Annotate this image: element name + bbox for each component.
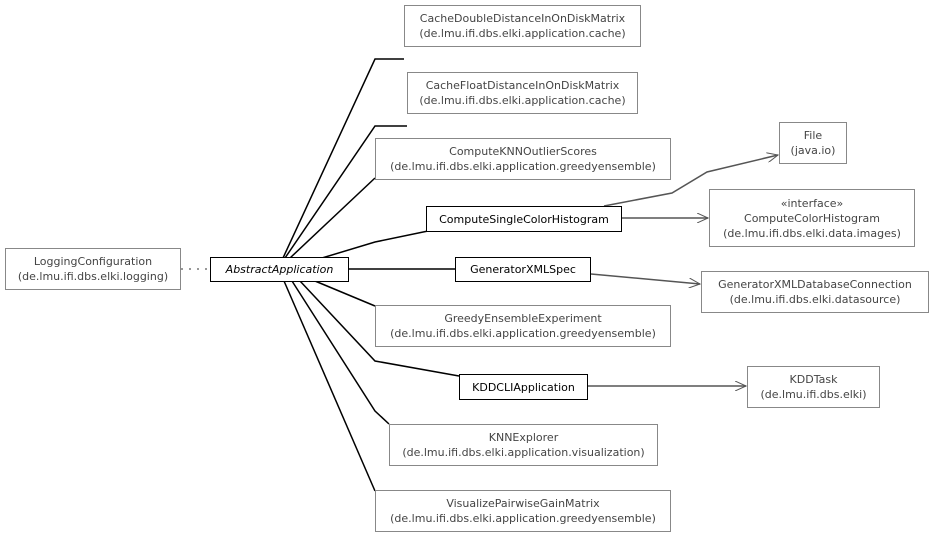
class-kdd-task[interactable]: KDDTask (de.lmu.ifi.dbs.elki) <box>747 366 880 408</box>
class-package: (de.lmu.ifi.dbs.elki.application.greedye… <box>390 512 656 525</box>
class-package: (de.lmu.ifi.dbs.elki.application.cache) <box>419 94 626 107</box>
edge-assoc-file <box>603 155 778 207</box>
interface-compute-color-histogram[interactable]: «interface» ComputeColorHistogram (de.lm… <box>709 189 915 247</box>
class-name: VisualizePairwiseGainMatrix <box>446 497 600 510</box>
class-kddcli-application[interactable]: KDDCLIApplication <box>459 374 588 400</box>
class-cache-double-distance[interactable]: CacheDoubleDistanceInOnDiskMatrix (de.lm… <box>404 5 641 47</box>
class-name: ComputeSingleColorHistogram <box>439 212 609 226</box>
edge-cache-float <box>284 125 407 259</box>
edge-kddcli <box>299 280 460 377</box>
class-name: CacheDoubleDistanceInOnDiskMatrix <box>419 12 626 25</box>
class-name: CacheFloatDistanceInOnDiskMatrix <box>425 79 620 92</box>
class-cache-float-distance[interactable]: CacheFloatDistanceInOnDiskMatrix (de.lmu… <box>407 72 638 114</box>
edge-compute-single <box>321 230 429 259</box>
edge-knn-explorer <box>291 280 390 425</box>
class-package: (de.lmu.ifi.dbs.elki.application.greedye… <box>390 160 656 173</box>
class-name: KDDTask <box>789 373 838 386</box>
class-visualize-pairwise-gain-matrix[interactable]: VisualizePairwiseGainMatrix (de.lmu.ifi.… <box>375 490 671 532</box>
edge-assoc-generator-db <box>590 273 700 284</box>
class-package: (de.lmu.ifi.dbs.elki.application.cache) <box>419 27 626 40</box>
class-package: (de.lmu.ifi.dbs.elki.application.greedye… <box>390 327 656 340</box>
class-greedy-ensemble-experiment[interactable]: GreedyEnsembleExperiment (de.lmu.ifi.dbs… <box>375 305 671 347</box>
class-name: ComputeKNNOutlierScores <box>449 145 597 158</box>
class-generator-xml-database-connection[interactable]: GeneratorXMLDatabaseConnection (de.lmu.i… <box>701 271 929 313</box>
class-knn-explorer[interactable]: KNNExplorer (de.lmu.ifi.dbs.elki.applica… <box>389 424 658 466</box>
class-package: (java.io) <box>790 144 836 157</box>
class-package: (de.lmu.ifi.dbs.elki.datasource) <box>729 293 901 306</box>
class-name: AbstractApplication <box>225 263 334 276</box>
class-name: KNNExplorer <box>488 431 559 444</box>
class-package: (de.lmu.ifi.dbs.elki) <box>760 388 867 401</box>
class-name: File <box>803 129 823 142</box>
class-file[interactable]: File (java.io) <box>779 122 847 164</box>
class-name: ComputeColorHistogram <box>744 211 880 225</box>
edge-visualize-pairwise <box>283 280 376 492</box>
class-name: GeneratorXMLSpec <box>470 263 576 276</box>
class-name: LoggingConfiguration <box>33 255 153 268</box>
class-package: (de.lmu.ifi.dbs.elki.application.visuali… <box>402 446 645 459</box>
edge-compute-knn <box>289 177 376 259</box>
class-abstract-application[interactable]: AbstractApplication <box>210 257 349 282</box>
class-generator-xml-spec[interactable]: GeneratorXMLSpec <box>455 257 591 282</box>
class-name: GreedyEnsembleExperiment <box>444 312 602 325</box>
class-compute-single-color-histogram[interactable]: ComputeSingleColorHistogram <box>426 206 622 232</box>
class-name: KDDCLIApplication <box>472 380 575 394</box>
edge-greedy-exp <box>314 280 376 307</box>
edge-cache-double <box>282 58 404 259</box>
class-package: (de.lmu.ifi.dbs.elki.data.images) <box>723 226 901 240</box>
class-name: GeneratorXMLDatabaseConnection <box>718 278 912 291</box>
class-logging-configuration[interactable]: LoggingConfiguration (de.lmu.ifi.dbs.elk… <box>5 248 181 290</box>
class-compute-knn-outlier-scores[interactable]: ComputeKNNOutlierScores (de.lmu.ifi.dbs.… <box>375 138 671 180</box>
class-stereotype: «interface» <box>780 196 844 210</box>
class-package: (de.lmu.ifi.dbs.elki.logging) <box>17 270 169 283</box>
